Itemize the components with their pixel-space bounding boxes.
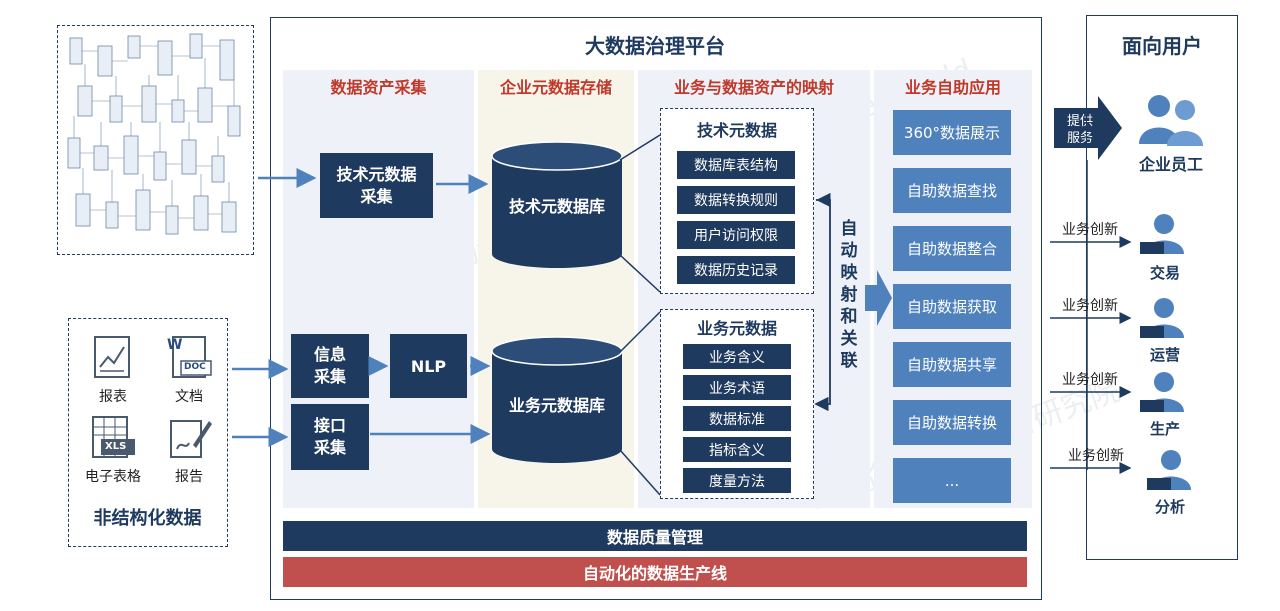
app-item: ...: [893, 458, 1011, 503]
spreadsheet-icon: XLS: [91, 415, 137, 459]
user-label-production: 生产: [1149, 419, 1180, 438]
interface-collect-box: 接口 采集: [291, 404, 369, 470]
biz-meta-item: 数据标准: [683, 406, 791, 431]
biz-meta-title: 业务元数据: [696, 319, 777, 338]
user-operation-icon: [1138, 296, 1190, 340]
users-panel: [1086, 15, 1238, 560]
chart-report-icon: [91, 335, 135, 379]
app-item: 自助数据查找: [893, 168, 1011, 213]
info-collect-box: 信息 采集: [291, 334, 369, 398]
doc-badge: DOC: [184, 362, 206, 372]
app-item: 自助数据共享: [893, 342, 1011, 387]
tech-meta-item: 用户访问权限: [677, 221, 795, 249]
employees-icon: [1135, 92, 1207, 148]
header-apps: 业务自助应用: [904, 78, 1001, 97]
biz-db-label: 业务元数据库: [508, 396, 605, 415]
er-diagram-box: [57, 25, 254, 255]
innovation-label: 业务创新: [1062, 222, 1118, 238]
user-label-analysis: 分析: [1154, 497, 1185, 516]
app-item: 自助数据获取: [893, 284, 1011, 329]
platform-frame: [270, 17, 1042, 600]
unstructured-label: 非结构化数据: [93, 508, 202, 529]
user-analysis-icon: [1145, 448, 1197, 492]
doc-label-document: 文档: [175, 389, 203, 405]
nlp-box: NLP: [390, 334, 467, 398]
tech-meta-collect-box: 技术元数据 采集: [320, 153, 433, 218]
header-storage: 企业元数据存储: [499, 78, 612, 97]
innovation-label: 业务创新: [1068, 448, 1124, 464]
tech-meta-title: 技术元数据: [696, 121, 777, 140]
user-label-employees: 企业员工: [1138, 155, 1203, 174]
innovation-label: 业务创新: [1062, 372, 1118, 388]
auto-mapping-label: 自 动 映 射 和 关 联: [840, 219, 858, 371]
tech-meta-item: 数据历史记录: [677, 256, 795, 284]
app-item: 360°数据展示: [893, 110, 1011, 155]
tech-meta-database: 技术元数据库: [490, 140, 624, 270]
header-collect: 数据资产采集: [330, 78, 427, 97]
tech-meta-item: 数据库表结构: [677, 151, 795, 179]
word-letter: W: [167, 337, 183, 353]
biz-meta-item: 业务术语: [683, 375, 791, 400]
doc-label-report: 报表: [99, 389, 127, 405]
app-item: 自助数据转换: [893, 400, 1011, 445]
tech-meta-item: 数据转换规则: [677, 186, 795, 214]
biz-meta-database: 业务元数据库: [490, 335, 624, 465]
innovation-label: 业务创新: [1062, 298, 1118, 314]
doc-label-report-sign: 报告: [175, 469, 203, 485]
platform-title: 大数据治理平台: [585, 33, 725, 58]
biz-meta-item: 指标含义: [683, 437, 791, 462]
tech-db-label: 技术元数据库: [508, 197, 605, 216]
users-title: 面向用户: [1122, 33, 1202, 58]
database-cylinder-icon: [491, 141, 623, 268]
data-quality-bar: 数据质量管理: [283, 521, 1027, 551]
user-label-trade: 交易: [1149, 263, 1180, 282]
report-sign-icon: [167, 415, 213, 459]
doc-label-spreadsheet: 电子表格: [85, 469, 141, 485]
header-mapping: 业务与数据资产的映射: [673, 78, 834, 97]
biz-meta-panel: 业务元数据 业务含义 业务术语 数据标准 指标含义 度量方法: [660, 309, 814, 499]
unstructured-data-box: 报表 W DOC 文档 XLS 电子表格 报告 非结构化数据: [68, 318, 228, 547]
biz-meta-item: 度量方法: [683, 468, 791, 493]
user-production-icon: [1138, 370, 1190, 414]
biz-meta-item: 业务含义: [683, 344, 791, 369]
word-doc-icon: W DOC: [167, 335, 213, 379]
user-trade-icon: [1138, 212, 1190, 256]
user-label-operation: 运营: [1149, 345, 1180, 364]
tech-meta-panel: 技术元数据 数据库表结构 数据转换规则 用户访问权限 数据历史记录: [660, 108, 814, 294]
app-item: 自助数据整合: [893, 226, 1011, 271]
database-cylinder-icon: [491, 336, 623, 463]
data-pipeline-bar: 自动化的数据生产线: [283, 557, 1027, 587]
er-diagram-thumbnail: [67, 33, 241, 235]
xls-badge: XLS: [105, 441, 127, 452]
